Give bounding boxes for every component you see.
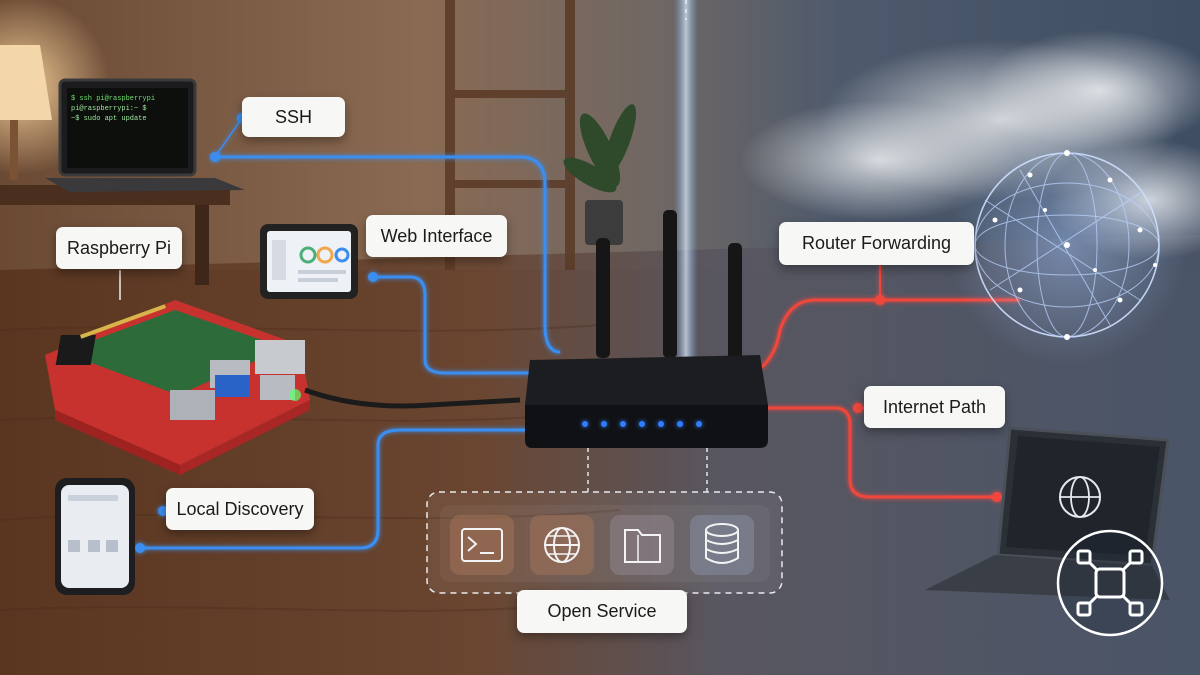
terminal-icon <box>450 515 514 575</box>
open-service-panel <box>426 491 783 597</box>
internet-path-label: Internet Path <box>864 386 1005 428</box>
open-service-label: Open Service <box>517 590 687 633</box>
router-forwarding-link <box>754 298 1020 374</box>
local-discovery-label: Local Discovery <box>166 488 314 530</box>
remote-laptop <box>925 426 1170 600</box>
internet-path-dot <box>853 403 863 413</box>
router-forwarding-label: Router Forwarding <box>779 222 974 265</box>
globe-icon <box>530 515 594 575</box>
internet-path-link <box>765 406 997 499</box>
raspberry-pi-label: Raspberry Pi <box>56 227 182 269</box>
ssh-label-connector <box>214 117 243 158</box>
smartphone-device <box>55 478 135 595</box>
tablet-device <box>260 224 358 299</box>
folder-icon <box>610 515 674 575</box>
ssh-laptop: $ ssh pi@raspberrypi pi@raspberrypi:~ $ … <box>45 78 245 192</box>
local-links <box>140 117 561 550</box>
web-interface-label: Web Interface <box>366 215 507 257</box>
laptop-endpoint-dot <box>992 492 1002 502</box>
ssh-link <box>215 155 561 354</box>
terminal-line-2: pi@raspberrypi:~ $ <box>71 105 147 113</box>
ssh-label: SSH <box>242 97 345 137</box>
local-discovery-node-dot <box>158 506 168 516</box>
phone-node-dot <box>135 543 145 553</box>
local-discovery-link <box>140 428 530 550</box>
terminal-line-1: $ ssh pi@raspberrypi <box>71 95 155 103</box>
network-nodes-icon <box>1056 529 1164 637</box>
router-forwarding-dot <box>875 295 885 305</box>
internet-globe <box>947 125 1187 365</box>
database-icon <box>690 515 754 575</box>
internet-links <box>754 265 1020 499</box>
ethernet-cable <box>304 387 521 409</box>
router-device <box>525 210 768 448</box>
web-interface-node-dot <box>368 272 378 282</box>
raspberry-pi-device <box>45 300 310 475</box>
web-interface-link <box>373 275 530 375</box>
terminal-line-3: ~$ sudo apt update <box>71 115 147 123</box>
ssh-laptop-dot <box>210 152 220 162</box>
